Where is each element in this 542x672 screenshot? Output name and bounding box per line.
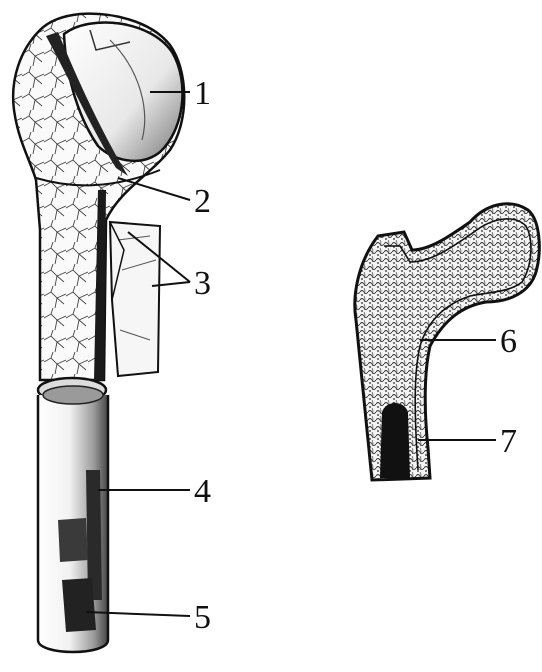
label-1: 1 (194, 75, 211, 112)
label-2: 2 (194, 183, 211, 220)
long-bone (13, 14, 184, 652)
label-4: 4 (194, 473, 211, 510)
periosteum-flap (110, 222, 160, 376)
label-3: 3 (194, 265, 211, 302)
label-7: 7 (500, 423, 517, 460)
medullary-cavity (380, 403, 410, 478)
label-6: 6 (500, 323, 517, 360)
label-5: 5 (194, 599, 211, 636)
